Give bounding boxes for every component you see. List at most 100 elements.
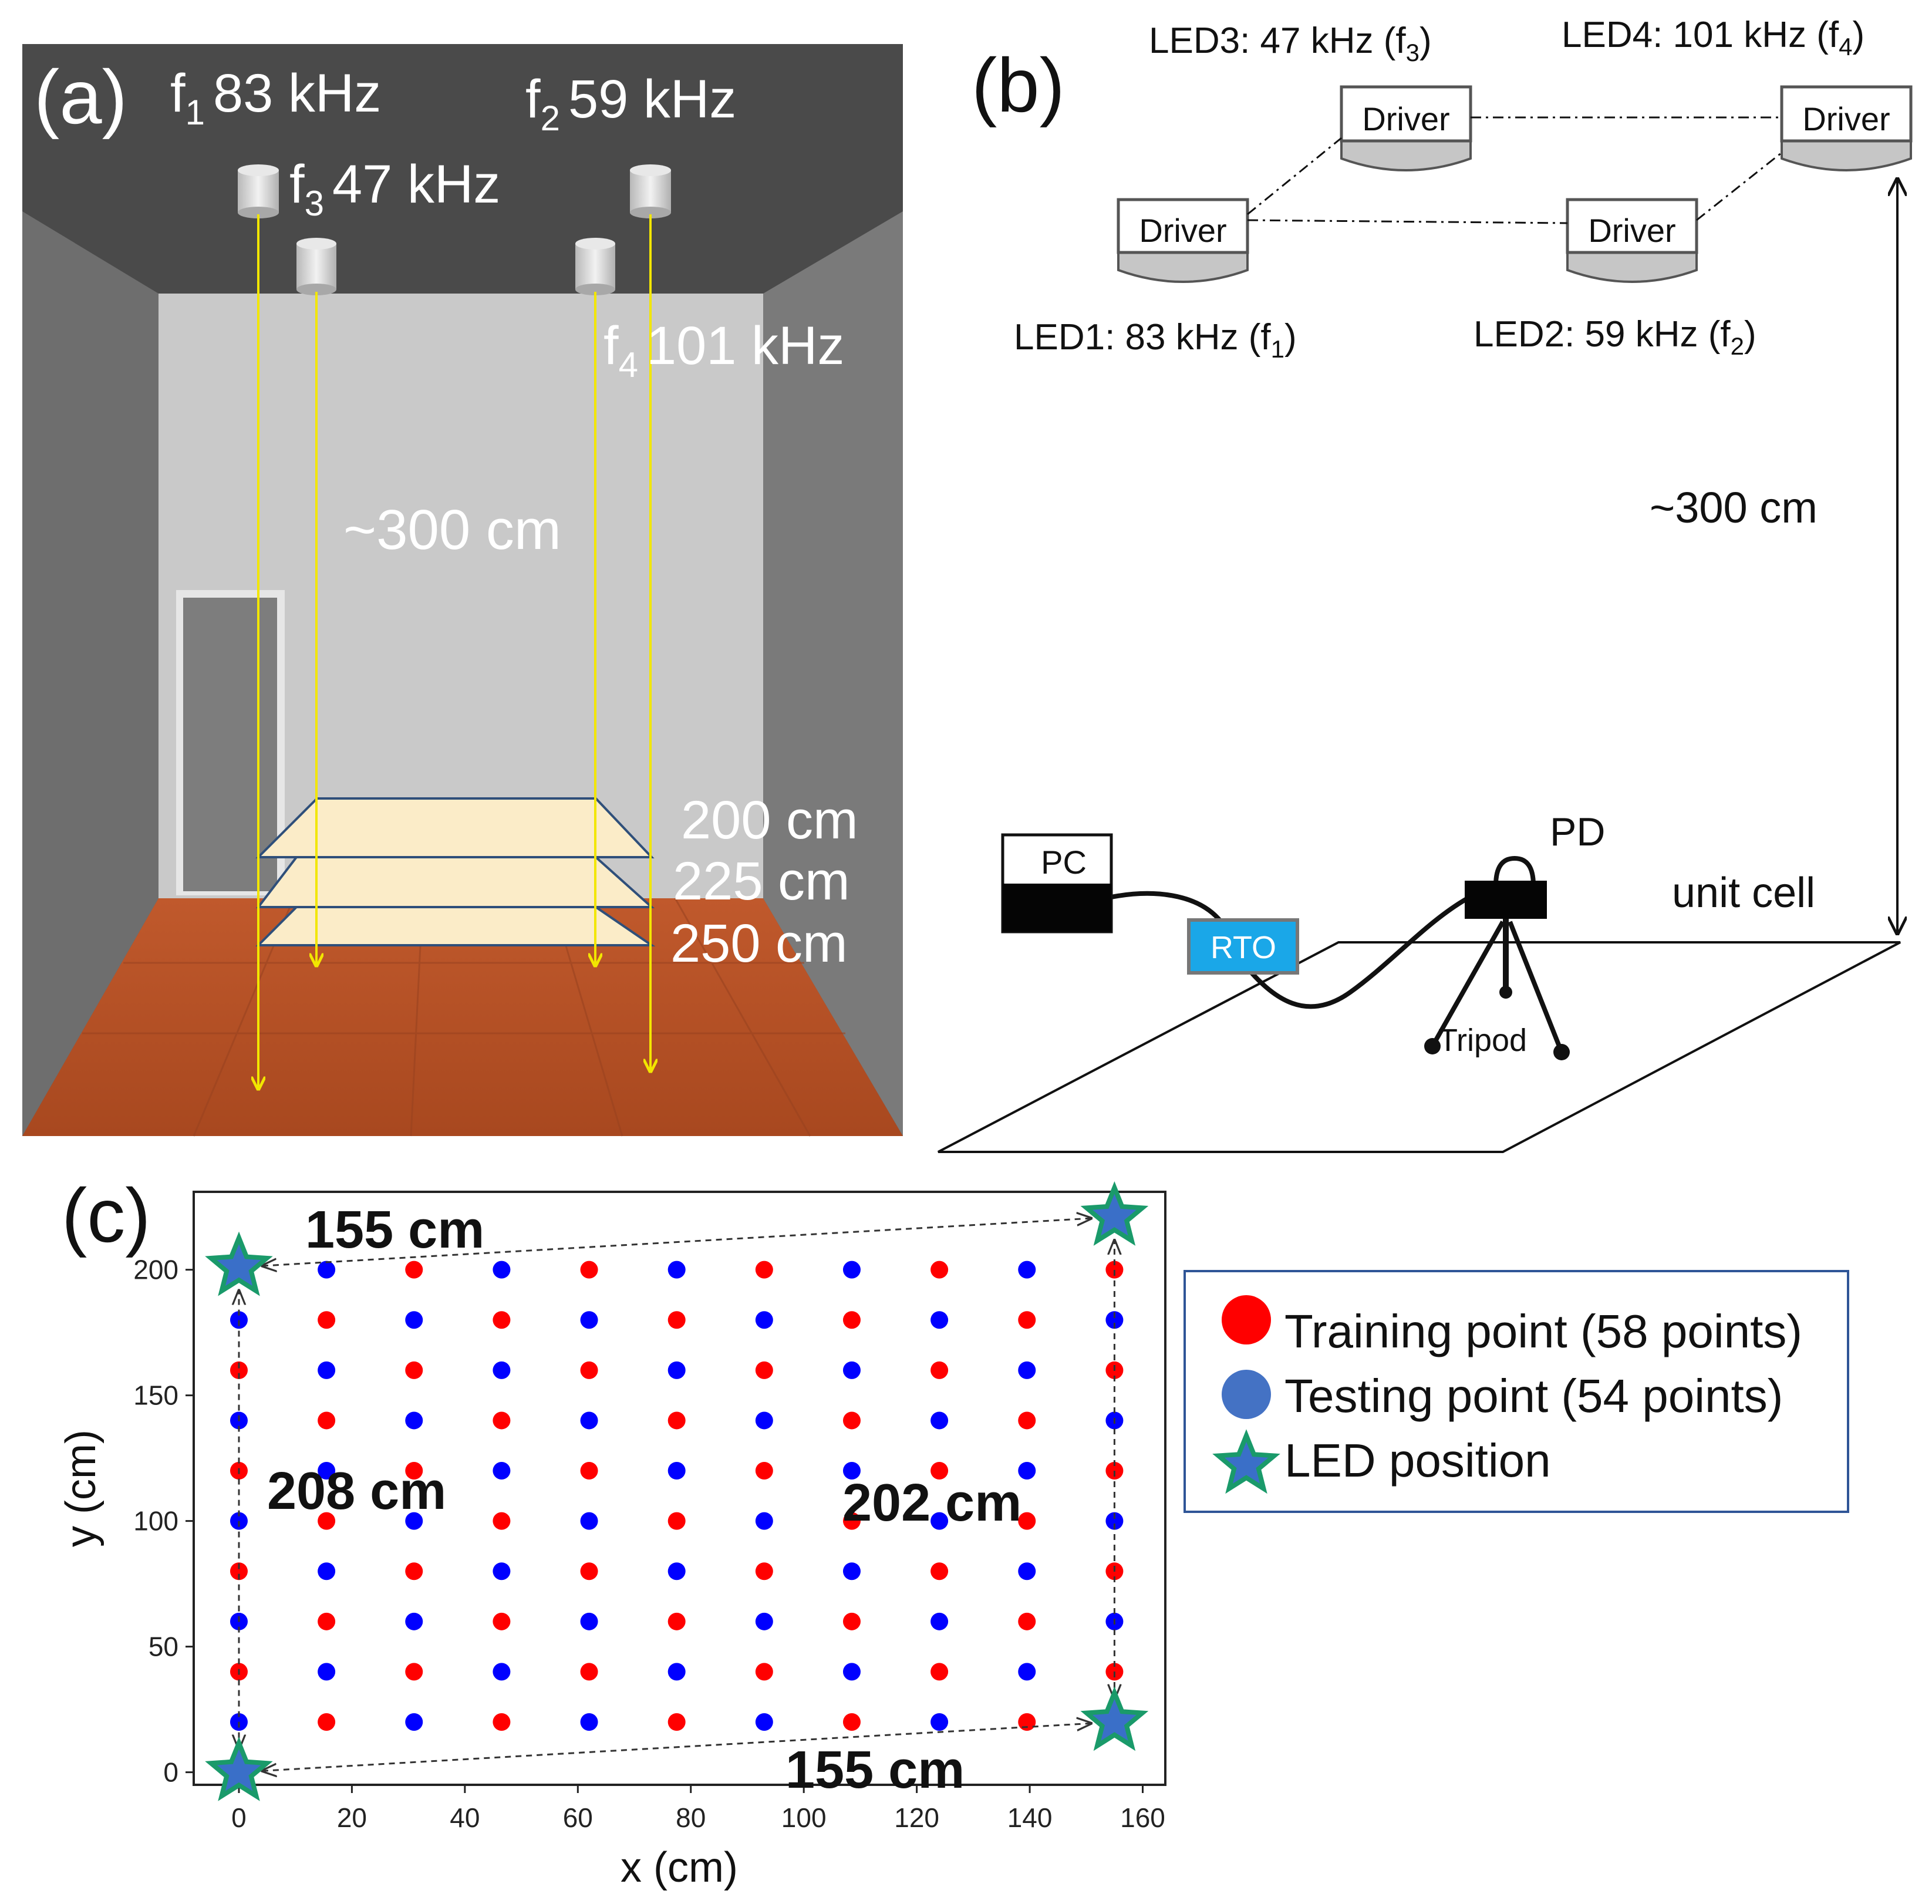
x-tick-label: 0 bbox=[231, 1802, 247, 1833]
floor bbox=[22, 898, 903, 1136]
testing-point bbox=[1018, 1562, 1036, 1581]
training-point bbox=[667, 1512, 686, 1530]
x-tick-label: 80 bbox=[676, 1802, 706, 1833]
training-point bbox=[580, 1562, 598, 1581]
testing-point bbox=[405, 1713, 423, 1731]
dimension-lines bbox=[239, 1218, 1114, 1771]
training-point bbox=[318, 1311, 336, 1329]
height-label-b: ~300 cm bbox=[1650, 483, 1818, 532]
training-point bbox=[493, 1512, 511, 1530]
testing-point bbox=[318, 1361, 336, 1379]
training-point bbox=[318, 1612, 336, 1630]
training-point bbox=[667, 1612, 686, 1630]
driver-led1: Driver bbox=[1117, 198, 1249, 283]
led-fixtures bbox=[238, 164, 671, 295]
annotation-left-208: 208 cm bbox=[267, 1462, 446, 1521]
training-point bbox=[755, 1562, 773, 1581]
training-point bbox=[930, 1562, 949, 1581]
training-point bbox=[755, 1361, 773, 1379]
training-point bbox=[318, 1411, 336, 1430]
testing-point bbox=[580, 1411, 598, 1430]
led-position-star bbox=[1080, 1686, 1149, 1751]
unit-cell bbox=[938, 941, 1901, 1153]
training-point bbox=[580, 1261, 598, 1279]
testing-point bbox=[842, 1663, 861, 1681]
testing-point bbox=[405, 1612, 423, 1630]
testing-point bbox=[493, 1261, 511, 1279]
training-point bbox=[842, 1713, 861, 1731]
legend-training-swatch bbox=[1222, 1295, 1271, 1344]
x-tick-label: 20 bbox=[337, 1802, 367, 1833]
testing-point bbox=[580, 1512, 598, 1530]
training-point bbox=[318, 1512, 336, 1530]
plane-label-250: 250 cm bbox=[670, 914, 848, 973]
testing-point bbox=[405, 1411, 423, 1430]
testing-point bbox=[930, 1713, 949, 1731]
training-point bbox=[1018, 1612, 1036, 1630]
training-point bbox=[667, 1713, 686, 1731]
training-point bbox=[405, 1361, 423, 1379]
plot-frame bbox=[193, 1191, 1166, 1786]
driver-label: Driver bbox=[1362, 100, 1449, 137]
legend-star bbox=[1212, 1429, 1280, 1494]
cable-pc-rto bbox=[1111, 891, 1223, 924]
panel-c-label: (c) bbox=[62, 1172, 151, 1258]
testing-point bbox=[1018, 1361, 1036, 1379]
training-point bbox=[930, 1361, 949, 1379]
plane-label-225: 225 cm bbox=[673, 851, 850, 911]
testing-point bbox=[667, 1361, 686, 1379]
driver-label: Driver bbox=[1139, 212, 1226, 249]
annotation-bottom-155: 155 cm bbox=[785, 1741, 965, 1799]
training-point bbox=[842, 1411, 861, 1430]
dimension-top bbox=[262, 1218, 1091, 1266]
legend-training-label: Training point (58 points) bbox=[1284, 1305, 1802, 1357]
testing-point bbox=[842, 1462, 861, 1480]
testing-point bbox=[755, 1311, 773, 1329]
x-tick-label: 60 bbox=[563, 1802, 593, 1833]
x-tick-label: 120 bbox=[894, 1802, 939, 1833]
dimension-bottom bbox=[262, 1723, 1091, 1771]
testing-point bbox=[755, 1411, 773, 1430]
testing-point bbox=[1018, 1462, 1036, 1480]
training-point bbox=[405, 1462, 423, 1480]
x-tick-label: 160 bbox=[1120, 1802, 1165, 1833]
training-point bbox=[493, 1311, 511, 1329]
training-point bbox=[1018, 1411, 1036, 1430]
training-point bbox=[580, 1462, 598, 1480]
training-point bbox=[493, 1612, 511, 1630]
testing-point bbox=[405, 1512, 423, 1530]
y-tick-label: 100 bbox=[133, 1506, 178, 1536]
rto-label: RTO bbox=[1211, 930, 1276, 965]
testing-point bbox=[667, 1663, 686, 1681]
training-point bbox=[755, 1261, 773, 1279]
cable-rto-pd bbox=[1236, 896, 1469, 1009]
training-point bbox=[1018, 1713, 1036, 1731]
annotation-right-202: 202 cm bbox=[842, 1474, 1021, 1532]
driver-label: Driver bbox=[1588, 212, 1675, 249]
driver-led4: Driver bbox=[1780, 85, 1913, 171]
legend-testing-swatch bbox=[1222, 1370, 1271, 1419]
testing-point bbox=[842, 1361, 861, 1379]
testing-point bbox=[318, 1562, 336, 1581]
led-f3 bbox=[296, 238, 336, 295]
training-point bbox=[667, 1311, 686, 1329]
testing-point bbox=[1018, 1261, 1036, 1279]
led-position-star bbox=[205, 1231, 273, 1296]
pc-label: PC bbox=[1041, 844, 1087, 881]
legend-testing-label: Testing point (54 points) bbox=[1284, 1370, 1783, 1422]
training-point bbox=[755, 1663, 773, 1681]
rto: RTO bbox=[1187, 918, 1299, 975]
x-tick-label: 140 bbox=[1007, 1802, 1053, 1833]
led1-label: LED1: 83 kHz (f1) bbox=[1014, 317, 1297, 363]
training-point bbox=[1018, 1512, 1036, 1530]
testing-point bbox=[755, 1713, 773, 1731]
testing-point bbox=[1018, 1663, 1036, 1681]
